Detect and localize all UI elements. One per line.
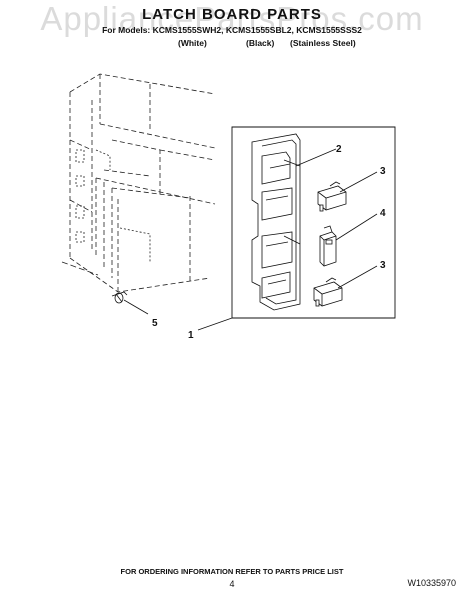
page-title: LATCH BOARD PARTS (142, 6, 322, 23)
callout-2: 2 (336, 144, 342, 155)
color-label-stainless: (Stainless Steel) (290, 38, 356, 48)
callout-3-upper: 3 (380, 166, 386, 177)
assembly-frame (231, 126, 396, 319)
callout-3-lower: 3 (380, 260, 386, 271)
microwave-cavity (61, 73, 216, 293)
models-line: For Models: KCMS1555SWH2, KCMS1555SBL2, … (102, 25, 362, 35)
page-number: 4 (229, 579, 235, 589)
switch-lower (313, 277, 343, 307)
callout-1: 1 (188, 330, 194, 341)
callout-4: 4 (380, 208, 386, 219)
document-number: W10335970 (407, 578, 456, 588)
latch-board (251, 133, 301, 311)
color-label-black: (Black) (246, 38, 275, 48)
color-label-white: (White) (178, 38, 207, 48)
screw (111, 291, 128, 304)
leader-lines (123, 148, 378, 331)
switch-upper (317, 181, 347, 212)
ordering-note: FOR ORDERING INFORMATION REFER TO PARTS … (120, 567, 344, 576)
switch-middle (319, 225, 337, 267)
callout-5: 5 (152, 318, 158, 329)
